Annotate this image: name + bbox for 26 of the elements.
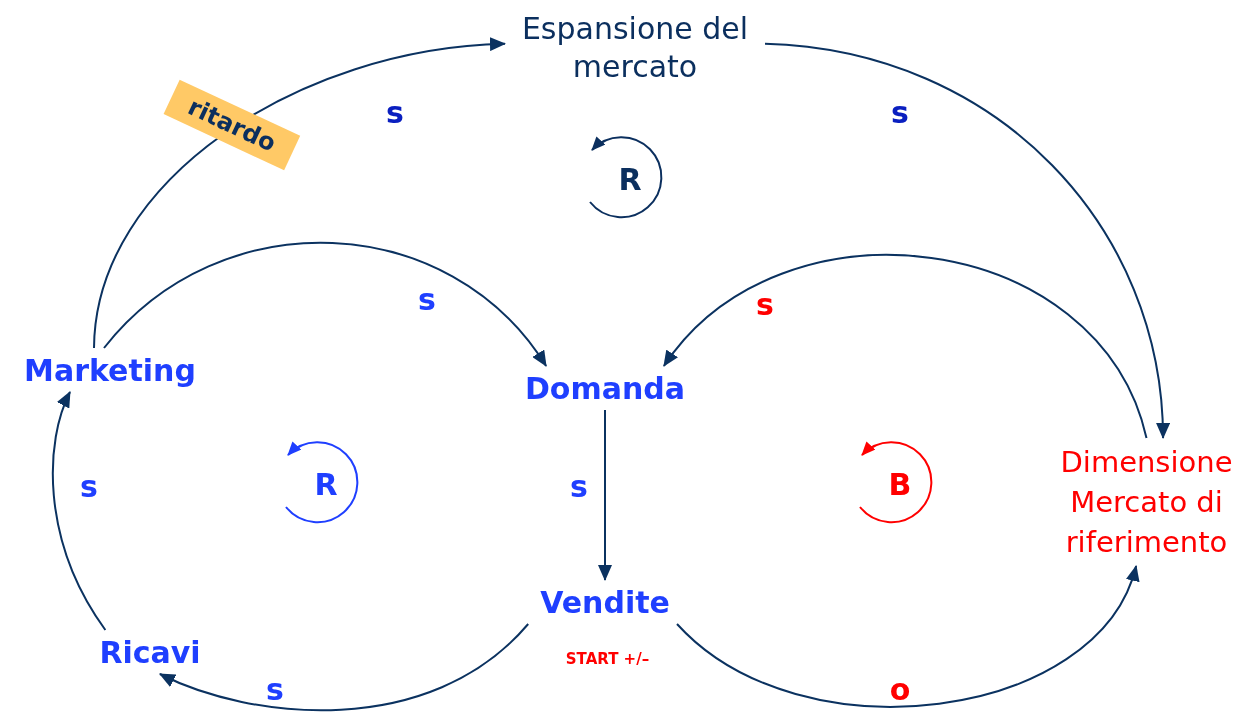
loop-type-label: R [314,468,338,502]
polarity-label: s [570,470,588,504]
polarity-label: s [266,673,284,707]
causal-arrow [662,254,1148,439]
polarity-label: s [756,288,774,322]
causal-arrow [51,391,107,631]
causal-arrow [158,623,530,711]
causal-arrow [93,37,506,349]
polarity-label: s [891,96,909,130]
variable-label: Espansione del mercato [520,10,750,86]
causal-arrow [764,42,1170,439]
polarity-label: o [889,673,911,707]
variable-label: Vendite [540,583,670,622]
loop-type-label: R [618,163,642,197]
polarity-label: s [80,470,98,504]
variable-label: Dimensione Mercato di riferimento [1059,444,1234,561]
causal-arrow [103,242,548,367]
loop-type-label: B [888,468,912,502]
causal-arrow [598,409,612,581]
variable-label: Ricavi [99,633,201,672]
causal-arrow [676,565,1138,708]
variable-label: Domanda [524,369,686,408]
variable-label: Marketing [24,351,196,390]
start-note: START +/– [564,649,651,670]
polarity-label: s [386,96,404,130]
polarity-label: s [418,283,436,317]
